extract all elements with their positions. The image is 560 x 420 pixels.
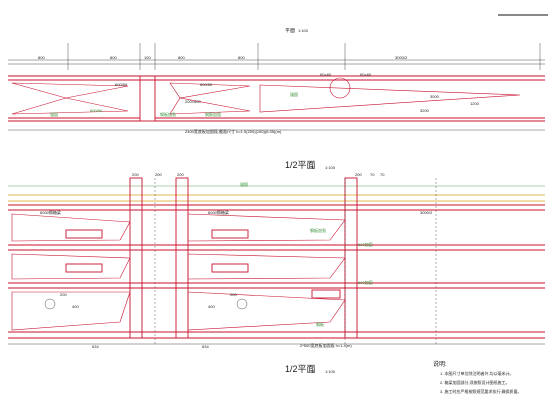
- circle-dim-1: 400: [72, 304, 79, 309]
- half-plan-2-scale: 1:100: [325, 369, 336, 374]
- half-plan-1-bottom-note: 2*500宽底板加固段 h=1.4(m): [300, 342, 352, 348]
- tag-4: 60×60: [320, 72, 332, 77]
- note-3: 3. 施工时应严格按照规范要求执行,确保质量。: [440, 388, 522, 394]
- lbl-steel-plate: 钢板: [316, 321, 324, 327]
- notes-heading: 说明:: [433, 360, 447, 368]
- label-600-50: 600/50: [90, 108, 103, 113]
- top-view-scale: 1:100: [298, 28, 309, 33]
- dim-6000-a: 6000钢箱梁: [40, 209, 61, 215]
- dim-100: 100: [144, 55, 151, 60]
- dim-3000-2: 3000/2: [395, 55, 408, 60]
- label-anchor-b: 锚固: [290, 91, 298, 97]
- tag-3: 200×600: [185, 99, 201, 104]
- tag-5: 60×60: [360, 72, 372, 77]
- top-view: 平面 1:100 800 800 100 800 800 3000/2: [8, 28, 545, 134]
- note-1: 1. 本图尺寸单位除注明者外,均以毫米计。: [440, 370, 514, 376]
- top-dim-6: 70: [380, 172, 385, 177]
- right-dims: 3000 3200 1200: [420, 94, 480, 113]
- circle-dim-2: 400: [208, 304, 215, 309]
- half-plan-1-circle: ①: [311, 165, 315, 170]
- half-plan-1-labels: 6000钢箱梁 6000钢箱梁 3000/2 锚固 钢板加劲 600加固 600…: [40, 181, 433, 327]
- top-dim-2: 200: [155, 172, 162, 177]
- top-view-tags: 600/50 600/50 200×600 60×60 60×60: [115, 72, 372, 104]
- lbl-600-b: 600加固: [358, 279, 373, 285]
- dim-800-d: 800: [238, 55, 245, 60]
- top-dim-5: 70: [370, 172, 375, 177]
- top-view-members: [8, 75, 545, 122]
- notes: 说明: 1. 本图尺寸单位除注明者外,均以毫米计。 2. 箱梁加固部分,须按照设…: [433, 360, 522, 394]
- half-plan-1: 1/2平面 ① 1:100 200 200 200 200 70 70: [8, 160, 545, 349]
- half-plan-1-title: 1/2平面: [285, 160, 316, 170]
- top-dim-3: 200: [177, 172, 184, 177]
- half-plan-1-top-dims: 200 200 200 200 70 70: [132, 172, 385, 177]
- tag-2: 600/50: [200, 82, 213, 87]
- bottom-dim-634-b: 634: [202, 344, 209, 349]
- half-plan-1-columns: [129, 177, 437, 345]
- top-dim-4: 200: [355, 172, 362, 177]
- dim-3000: 3000: [430, 94, 440, 99]
- label-anchor-a: 锚固: [50, 111, 58, 117]
- label-rebar: 钢筋加固: [205, 111, 221, 117]
- dim-800-c: 800: [178, 55, 185, 60]
- lbl-stiffener: 钢板加劲: [310, 227, 326, 233]
- bottom-dim-634-a: 634: [92, 344, 99, 349]
- lbl-anchor: 锚固: [240, 181, 248, 187]
- dim-1200: 1200: [470, 101, 480, 106]
- dim-800-a: 800: [38, 55, 45, 60]
- top-view-bottom-note: 2400宽底板加固段,截面尺寸 h=1.5(200)(150)(8.05)(m): [185, 128, 282, 134]
- half-plan-1-scale: 1:100: [325, 165, 336, 170]
- half-plan-2-circle: ②: [311, 369, 315, 374]
- half-plan-2: 1/2平面 ② 1:100: [285, 364, 336, 374]
- dim-3000-2b: 3000/2: [420, 210, 433, 215]
- dim-6000-b: 6000钢箱梁: [208, 209, 229, 215]
- dimension-ticks: [67, 43, 541, 70]
- top-dim-1: 200: [132, 172, 139, 177]
- tag-1: 600/50: [115, 82, 128, 87]
- label-stiffener: 钢板加劲: [160, 111, 176, 117]
- note-2: 2. 箱梁加固部分,须按照设计图纸施工。: [440, 379, 510, 385]
- lbl-600-a: 600加固: [358, 241, 373, 247]
- top-view-title: 平面: [285, 28, 295, 34]
- dim-800-b: 800: [110, 55, 117, 60]
- half-plan-2-title: 1/2平面: [285, 364, 316, 374]
- dim-3200: 3200: [420, 108, 430, 113]
- top-view-labels: 锚固 钢板加劲 钢筋加固 锚固 600/50: [50, 91, 298, 117]
- circle-dim-4: 200: [230, 292, 237, 297]
- circle-dims: 400 400 200 200: [60, 292, 237, 309]
- circle-dim-3: 200: [60, 292, 67, 297]
- half-plan-1-panels: [8, 213, 545, 339]
